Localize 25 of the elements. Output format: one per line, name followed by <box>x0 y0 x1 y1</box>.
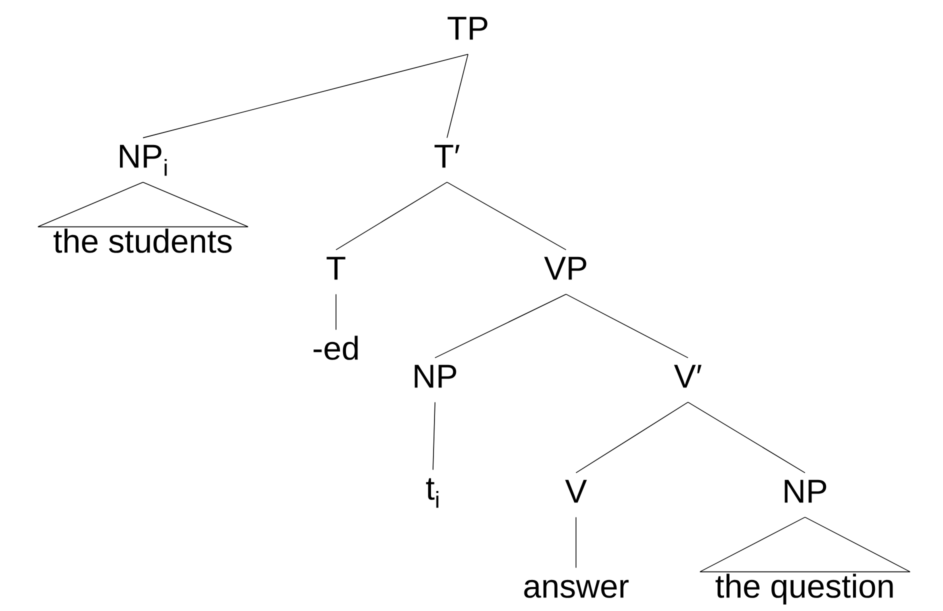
branch-line <box>142 54 468 138</box>
tree-label: VP <box>544 256 586 280</box>
branch-line <box>432 402 436 470</box>
tree-label: T′ <box>434 144 460 168</box>
tree-label: NP <box>414 364 456 388</box>
branch-line <box>688 402 806 474</box>
branch-line <box>434 294 566 358</box>
tree-label: T <box>326 256 346 280</box>
triangle-branch <box>700 516 910 572</box>
branch-line <box>566 294 688 358</box>
tree-label: V′ <box>674 364 702 388</box>
tree-label: TP <box>448 16 488 40</box>
branch-line <box>336 182 448 250</box>
tree-label: V <box>565 480 587 503</box>
tree-label: the question <box>716 574 893 604</box>
triangle-branch <box>38 182 248 228</box>
tree-label: NP <box>784 480 826 503</box>
branch-line <box>446 54 468 138</box>
tree-label: -ed <box>314 336 358 360</box>
tree-label: answer <box>524 580 629 598</box>
branch-line <box>576 402 688 474</box>
tree-label: NP$_{i}$ <box>120 144 167 176</box>
branch-line <box>446 182 566 250</box>
tree-label: t$_{i}$ <box>426 478 438 508</box>
tree-label: the students <box>54 228 232 253</box>
